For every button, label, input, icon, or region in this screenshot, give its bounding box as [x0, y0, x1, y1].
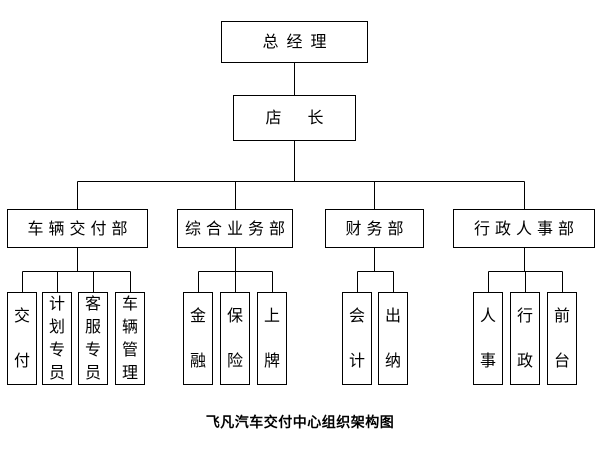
node-label: 上牌: [263, 305, 280, 371]
node-label: 综合业务部: [184, 218, 290, 238]
node-role-front-desk: 前台: [547, 292, 577, 385]
node-role-hr: 人事: [473, 292, 503, 385]
node-label: 行政人事部: [473, 218, 579, 238]
node-label: 客服专员: [84, 294, 101, 382]
node-label: 计划专员: [48, 294, 65, 382]
node-label: 车辆管理: [121, 294, 138, 382]
node-label: 交付: [13, 305, 30, 371]
node-store-manager: 店 长: [233, 95, 356, 141]
node-dept-admin-hr: 行政人事部: [453, 209, 595, 248]
node-role-financing: 金融: [183, 292, 213, 385]
node-label: 总经理: [262, 32, 335, 51]
node-role-insurance: 保险: [220, 292, 250, 385]
node-label: 保险: [226, 305, 243, 371]
node-role-customer-service-specialist: 客服专员: [78, 292, 108, 385]
node-role-planning-specialist: 计划专员: [42, 292, 72, 385]
node-general-manager: 总经理: [221, 21, 368, 63]
node-role-delivery: 交付: [7, 292, 37, 385]
node-label: 出纳: [384, 305, 401, 371]
node-role-vehicle-management: 车辆管理: [115, 292, 145, 385]
node-label: 前台: [553, 305, 570, 371]
node-role-accounting: 会计: [342, 292, 372, 385]
node-role-cashier: 出纳: [378, 292, 408, 385]
node-dept-vehicle-delivery: 车辆交付部: [7, 209, 148, 248]
node-dept-finance: 财务部: [325, 209, 424, 248]
node-label: 店 长: [265, 108, 329, 127]
node-label: 会计: [348, 305, 365, 371]
node-label: 车辆交付部: [27, 218, 133, 238]
node-role-registration: 上牌: [257, 292, 287, 385]
node-label: 金融: [189, 305, 206, 371]
node-dept-general-business: 综合业务部: [177, 209, 293, 248]
node-role-admin: 行政: [510, 292, 540, 385]
node-label: 人事: [479, 305, 496, 371]
node-label: 财务部: [345, 218, 409, 238]
node-label: 行政: [516, 305, 533, 371]
diagram-caption: 飞凡汽车交付中心组织架构图: [205, 415, 395, 431]
